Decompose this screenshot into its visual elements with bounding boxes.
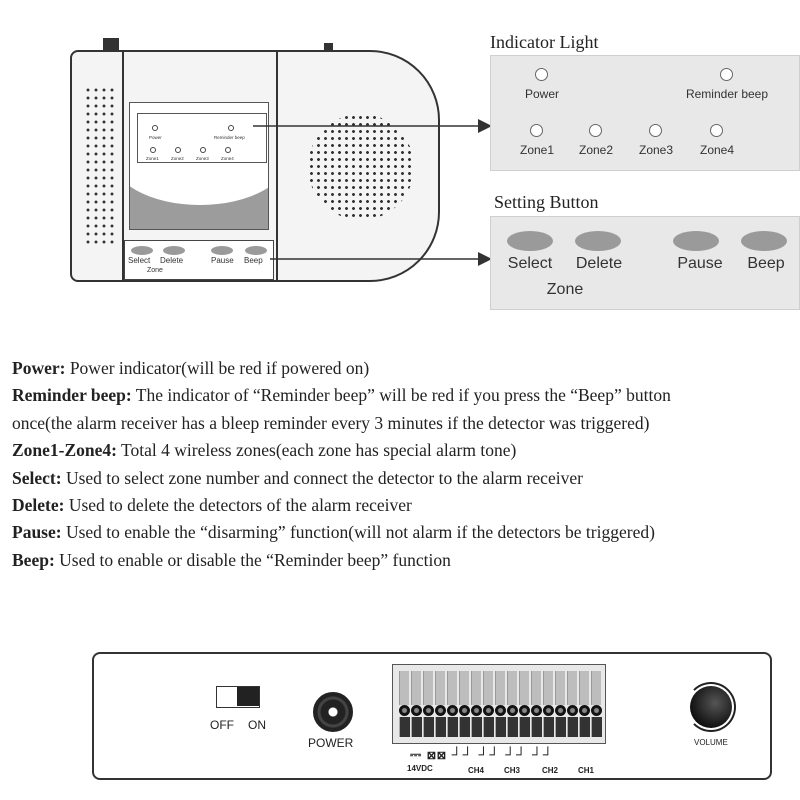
desc-reminder-beep-cont: once(the alarm receiver has a bleep remi… bbox=[12, 412, 650, 433]
mini-zone3-led bbox=[200, 147, 206, 153]
ch2-label: CH2 bbox=[542, 766, 559, 775]
reminder-beep-led bbox=[720, 68, 733, 81]
mini-delete-label: Delete bbox=[160, 256, 184, 265]
switch-knob bbox=[237, 687, 259, 706]
desc-delete: Delete: Used to delete the detectors of … bbox=[12, 495, 412, 516]
mini-beep-button bbox=[245, 246, 267, 255]
antenna-knob-left bbox=[103, 38, 119, 52]
mini-zone1-led bbox=[150, 147, 156, 153]
setting-button-panel: Select Delete Pause Beep Zone bbox=[490, 216, 800, 310]
mini-zone3-label: Zone3 bbox=[196, 156, 209, 161]
front-speaker-grille bbox=[308, 114, 414, 220]
ch4-label: CH4 bbox=[468, 766, 485, 775]
alarm-receiver-device: Power Reminder beep Zone1 Zone2 Zone3 Zo… bbox=[70, 50, 440, 282]
zone3-led bbox=[649, 124, 662, 137]
mini-button-strip: Select Delete Pause Beep Zone bbox=[124, 240, 274, 280]
power-led-label: Power bbox=[524, 87, 560, 101]
mini-reminder-led bbox=[228, 125, 234, 131]
volume-rotate-arrow-icon bbox=[686, 682, 736, 732]
mini-pause-label: Pause bbox=[211, 256, 234, 265]
terminal-block bbox=[392, 664, 606, 744]
device-middle-panel: Power Reminder beep Zone1 Zone2 Zone3 Zo… bbox=[124, 52, 278, 280]
desc-power: Power: Power indicator(will be red if po… bbox=[12, 358, 370, 378]
zone4-led bbox=[710, 124, 723, 137]
setting-button-title: Setting Button bbox=[494, 192, 599, 212]
desc-reminder-beep: Reminder beep: The indicator of “Reminde… bbox=[12, 385, 671, 406]
left-speaker-grille bbox=[84, 86, 114, 248]
mini-zone1-label: Zone1 bbox=[146, 156, 159, 161]
select-button bbox=[507, 231, 553, 251]
indicator-light-panel: Power Reminder beep Zone1 Zone2 Zone3 Zo… bbox=[490, 55, 800, 171]
zone3-label: Zone3 bbox=[638, 143, 674, 157]
antenna-knob-right bbox=[324, 43, 333, 52]
pause-label: Pause bbox=[677, 255, 723, 272]
power-switch bbox=[216, 686, 260, 708]
device-left-panel bbox=[72, 52, 124, 280]
power-jack-icon bbox=[313, 692, 353, 732]
zone2-label: Zone2 bbox=[578, 143, 614, 157]
switch-off-label: OFF bbox=[210, 718, 234, 732]
function-descriptions: Power: Power indicator(will be red if po… bbox=[12, 355, 797, 574]
mini-indicator-box: Power Reminder beep Zone1 Zone2 Zone3 Zo… bbox=[137, 113, 267, 163]
device-display: Power Reminder beep Zone1 Zone2 Zone3 Zo… bbox=[129, 102, 269, 230]
mini-pause-button bbox=[211, 246, 233, 255]
mini-beep-label: Beep bbox=[244, 256, 263, 265]
mini-select-label: Select bbox=[128, 256, 151, 265]
mini-select-button bbox=[131, 246, 153, 255]
beep-label: Beep bbox=[747, 255, 785, 272]
dc-input-label: 14VDC bbox=[407, 764, 433, 773]
terminal-symbols: ⎓ ⊠⊠ ┘┘ ┘┘ ┘┘ ┘┘ bbox=[410, 746, 554, 762]
desc-select: Select: Used to select zone number and c… bbox=[12, 467, 583, 488]
mini-delete-button bbox=[163, 246, 185, 255]
zone1-led bbox=[530, 124, 543, 137]
ch1-label: CH1 bbox=[578, 766, 595, 775]
back-panel: OFF ON POWER bbox=[92, 652, 772, 780]
pause-button bbox=[673, 231, 719, 251]
power-led bbox=[535, 68, 548, 81]
indicator-light-title: Indicator Light bbox=[490, 32, 599, 52]
desc-pause: Pause: Used to enable the “disarming” fu… bbox=[12, 522, 655, 543]
mini-power-led bbox=[152, 125, 158, 131]
delete-button bbox=[575, 231, 621, 251]
mini-reminder-label: Reminder beep bbox=[214, 135, 245, 140]
ch3-label: CH3 bbox=[504, 766, 521, 775]
mini-zone4-label: Zone4 bbox=[221, 156, 234, 161]
zone1-label: Zone1 bbox=[519, 143, 555, 157]
power-jack-label: POWER bbox=[308, 736, 354, 750]
switch-on-label: ON bbox=[248, 718, 266, 732]
delete-label: Delete bbox=[575, 255, 623, 272]
reminder-beep-label: Reminder beep bbox=[685, 87, 769, 101]
zone-group-label: Zone bbox=[546, 281, 584, 298]
desc-beep: Beep: Used to enable or disable the “Rem… bbox=[12, 549, 451, 570]
mini-zone2-label: Zone2 bbox=[171, 156, 184, 161]
volume-label: VOLUME bbox=[694, 738, 728, 747]
mini-zone4-led bbox=[225, 147, 231, 153]
select-label: Select bbox=[507, 255, 553, 272]
mini-zone-label: Zone bbox=[147, 267, 163, 274]
volume-knob bbox=[690, 686, 732, 728]
mini-power-label: Power bbox=[149, 135, 162, 140]
mini-zone2-led bbox=[175, 147, 181, 153]
desc-zones: Zone1-Zone4: Total 4 wireless zones(each… bbox=[12, 440, 517, 461]
beep-button bbox=[741, 231, 787, 251]
zone4-label: Zone4 bbox=[699, 143, 735, 157]
zone2-led bbox=[589, 124, 602, 137]
